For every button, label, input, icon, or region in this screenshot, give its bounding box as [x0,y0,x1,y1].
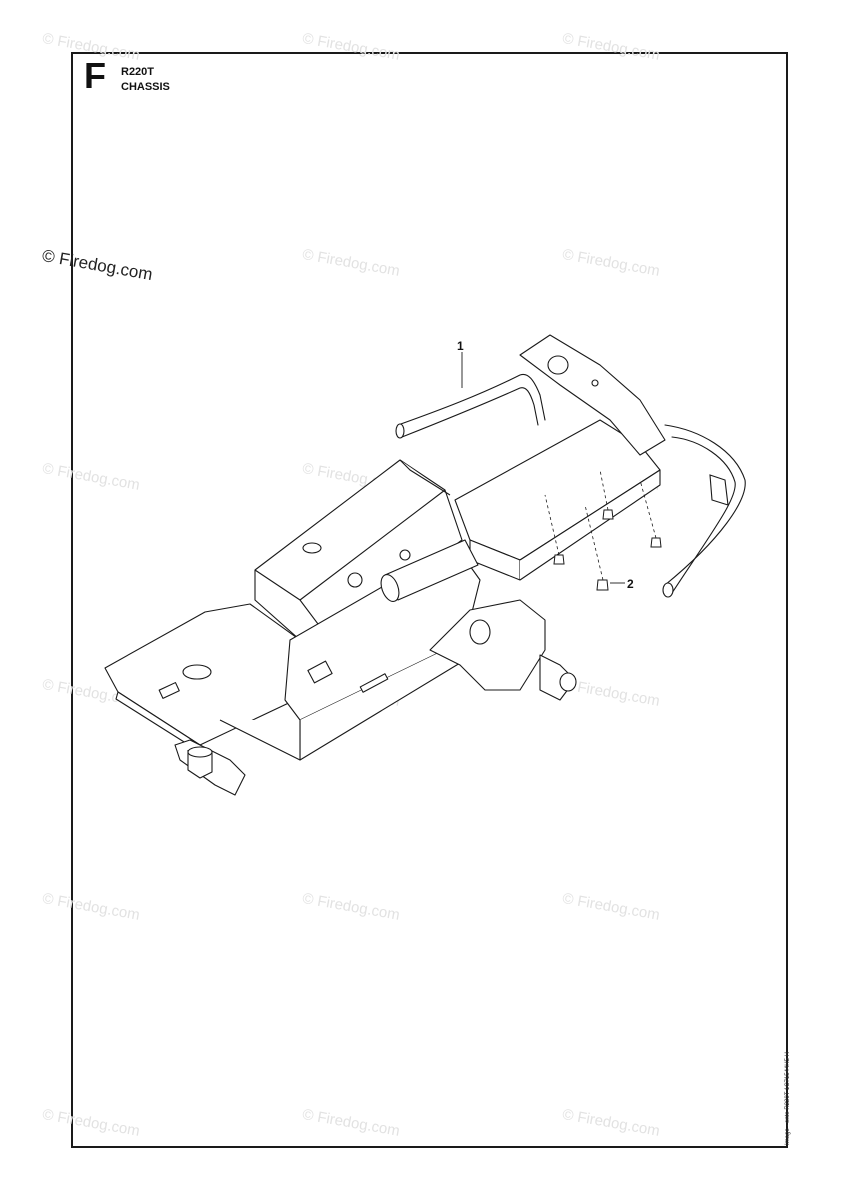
section-name: CHASSIS [121,81,170,93]
section-letter: F [84,55,106,96]
callout-1: 1 [457,339,464,353]
model-code: R220T [121,66,155,78]
bolt [602,509,614,520]
drawing-reference: Image - ente R220T 1C71544H5 H [785,1052,791,1145]
bolt [553,554,565,565]
side-bumper-tube [664,424,746,586]
bolt [650,537,662,548]
front-axle-mount [429,599,546,691]
front-bumper-tube [397,373,546,426]
bolt [596,579,609,591]
page-frame [71,52,788,1148]
callout-2: 2 [627,577,634,591]
